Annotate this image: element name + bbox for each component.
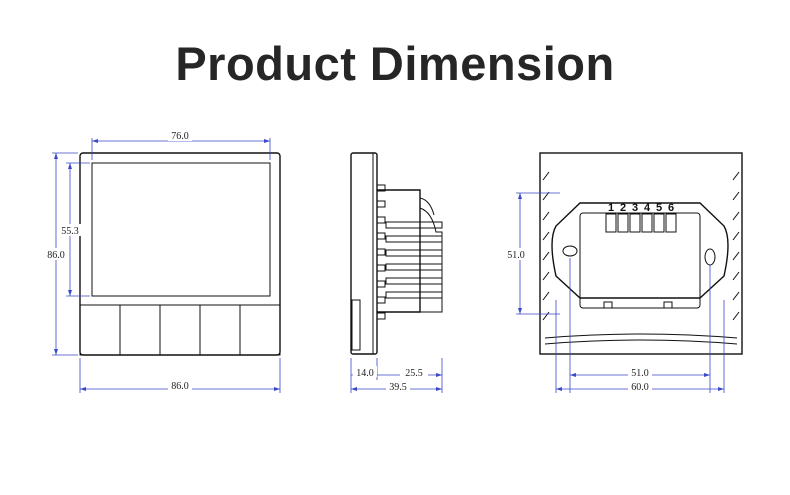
page-title: Product Dimension — [175, 37, 615, 90]
front-button-3 — [159, 304, 201, 356]
back-side-vents — [542, 171, 740, 321]
dim-back-depth: 25.5 — [377, 358, 443, 393]
dim-screen-height: 55.3 — [58, 162, 90, 297]
terminal-block — [605, 213, 677, 233]
dim-back-height: 51.0 — [506, 192, 560, 315]
dim-overall-width: 60.0 — [555, 300, 725, 393]
front-view: 76.0 55.3 86.0 — [44, 130, 281, 393]
side-view: 14.0 25.5 39.5 — [350, 152, 443, 393]
dim-label-front-depth: 14.0 — [356, 368, 374, 379]
front-button-4 — [199, 304, 241, 356]
dim-label-screen-height: 55.3 — [61, 226, 79, 237]
front-button-2 — [119, 304, 161, 356]
mount-hole-right — [704, 248, 716, 266]
pin-labels: 1 2 3 4 5 6 — [608, 202, 674, 214]
dim-front-depth: 14.0 — [350, 358, 378, 393]
dim-label-overall-width: 60.0 — [631, 382, 649, 393]
pin-label: 1 — [608, 202, 614, 214]
front-button-5 — [239, 304, 281, 356]
dim-label-back-depth: 25.5 — [405, 368, 423, 379]
dim-label-back-height: 51.0 — [507, 250, 525, 261]
dim-label-hole-spacing: 51.0 — [631, 368, 649, 379]
dim-hole-spacing: 51.0 — [569, 258, 711, 393]
dim-bottom-width: 86.0 — [79, 358, 281, 393]
side-rear-housing — [377, 189, 421, 313]
dim-label-total-depth: 39.5 — [389, 382, 407, 393]
back-plate-outline — [539, 152, 743, 355]
pin-label: 2 — [620, 202, 626, 214]
dim-top-width: 76.0 — [91, 130, 271, 160]
side-fins — [376, 184, 386, 320]
front-button-1 — [79, 304, 121, 356]
dim-label-total-height: 86.0 — [47, 250, 65, 261]
pin-label: 6 — [668, 202, 674, 214]
dim-label-top-width: 76.0 — [171, 131, 189, 142]
pin-label: 3 — [632, 202, 638, 214]
front-body-outline — [79, 152, 281, 356]
mount-hole-left — [562, 245, 578, 257]
back-module-body — [579, 212, 701, 309]
front-screen — [91, 162, 271, 297]
side-terminals — [385, 221, 443, 299]
dim-label-bottom-width: 86.0 — [171, 381, 189, 392]
dim-total-height: 86.0 — [44, 152, 78, 356]
back-view: 1 2 3 4 5 6 51.0 51.0 — [506, 152, 743, 393]
pin-label: 4 — [644, 202, 651, 214]
dim-total-depth: 39.5 — [351, 380, 442, 393]
pin-label: 5 — [656, 202, 662, 214]
